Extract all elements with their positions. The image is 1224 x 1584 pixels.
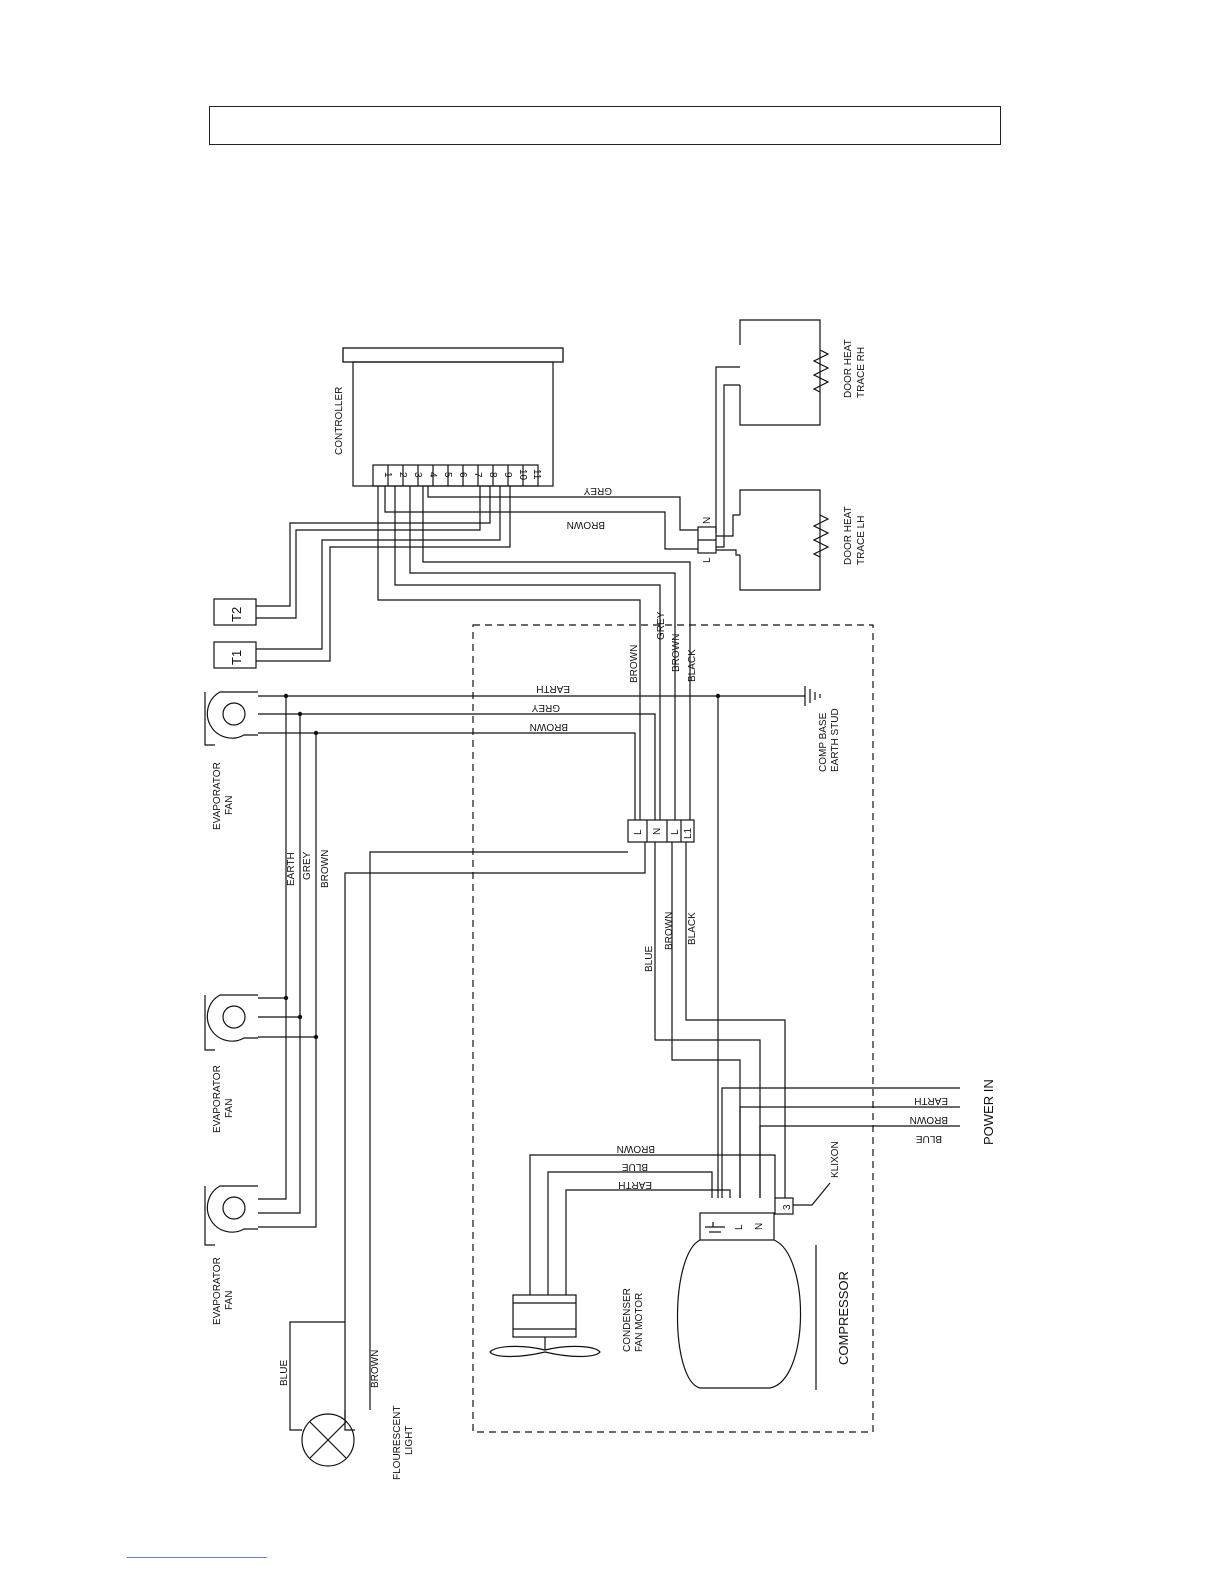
compressor-enclosure [472,624,874,1433]
terminal-7: 7 [472,472,483,478]
header-box [209,106,1001,145]
power-brown-label: BROWN [910,1114,948,1125]
evap-fan-1-line1: EVAPORATOR [212,762,223,830]
main-terminal-block [627,819,695,843]
door-heat-trace-rh [739,319,830,426]
wire-label-grey-door: GREY [583,485,612,496]
door-heat-lh-line2: TRACE LH [856,516,867,565]
wire-label-brown-comp: BROWN [664,912,675,950]
t2-sensor [213,598,257,626]
door-heat-trace-lh [739,489,830,591]
main-tb-n: N [652,828,663,835]
main-tb-l: L [633,829,644,835]
t1-sensor [213,641,257,669]
wire-label-grey-v: GREY [302,851,313,880]
compressor-unit [676,1197,817,1390]
evaporator-fan-3 [204,1185,258,1246]
terminal-1: 1 [382,472,393,478]
klixon-label: KLIXON [830,1141,841,1178]
main-tb-l1: L1 [683,827,694,839]
power-in-earth [721,1087,960,1198]
evap-fan-1-line2: FAN [224,796,235,815]
power-in-label: POWER IN [981,1079,996,1145]
wire-label-brown-fan: BROWN [530,721,568,732]
terminal-11: 11 [531,469,542,480]
comp-base-line1: COMP BASE [818,712,829,772]
comp-base-earth-stud [804,686,821,706]
wire-label-earth-v: EARTH [286,852,297,886]
wire-label-grey-fan: GREY [531,702,560,713]
wire-label-earth-fan: EARTH [536,683,570,694]
wire-label-black-tb4: BLACK [687,649,698,682]
t2-label: T2 [229,607,244,622]
light-line2: LIGHT [404,1426,415,1455]
wire-label-brown-v: BROWN [320,850,331,888]
terminal-5: 5 [442,472,453,478]
light-line1: FLOURESCENT [392,1406,403,1480]
evap-fan-3-line1: EVAPORATOR [212,1257,223,1325]
controller-unit [342,347,564,487]
cond-earth-label: EARTH [618,1179,652,1190]
footer-link-underline [127,1557,267,1558]
comp-base-line2: EARTH STUD [830,708,841,772]
evaporator-fan-2 [204,994,258,1051]
wire-label-blue-comp: BLUE [644,946,655,972]
main-tb-l2: L [670,829,681,835]
compressor-label: COMPRESSOR [836,1271,851,1365]
door-heat-lh-line1: DOOR HEAT [843,506,854,565]
evap-fan-2-line2: FAN [224,1099,235,1118]
wire-label-brown-door: BROWN [567,519,605,530]
power-earth-label: EARTH [914,1095,948,1106]
terminal-10: 10 [517,469,528,481]
comp-tb-3: 3 [782,1204,793,1210]
comp-tb-l: L [734,1224,745,1230]
wire-label-blue-light: BLUE [279,1360,290,1386]
wire-label-black-comp: BLACK [687,912,698,945]
cond-brown-label: BROWN [617,1143,655,1154]
power-blue-label: BLUE [916,1133,942,1144]
wire-label-brown-tb1: BROWN [629,645,640,683]
power-in-blue [759,1125,960,1198]
door-heat-rh-line2: TRACE RH [856,347,867,398]
flourescent-light [301,1413,355,1467]
comp-tb-n: N [754,1223,765,1230]
power-in-brown [739,1106,960,1198]
door-heat-rh-line1: DOOR HEAT [843,339,854,398]
terminal-8: 8 [487,472,498,478]
condenser-line1: CONDENSER [622,1288,633,1352]
door-tb-l: L [702,557,713,563]
evaporator-fan-1 [204,691,258,746]
terminal-9: 9 [502,472,513,478]
cond-blue-label: BLUE [622,1161,648,1172]
evap-fan-2-line1: EVAPORATOR [212,1065,223,1133]
controller-label: CONTROLLER [334,387,345,455]
evap-fan-3-line2: FAN [224,1291,235,1310]
wire-label-grey-tb2: GREY [656,611,667,640]
t1-label: T1 [229,650,244,665]
condenser-line2: FAN MOTOR [634,1293,645,1352]
wire-label-brown-light: BROWN [370,1350,381,1388]
terminal-2: 2 [397,472,408,478]
condenser-fan-motor [489,1294,601,1358]
terminal-4: 4 [427,472,438,478]
door-tb-n: N [702,517,713,524]
wire-label-brown-tb3: BROWN [671,634,682,672]
terminal-3: 3 [412,472,423,478]
terminal-6: 6 [457,472,468,478]
